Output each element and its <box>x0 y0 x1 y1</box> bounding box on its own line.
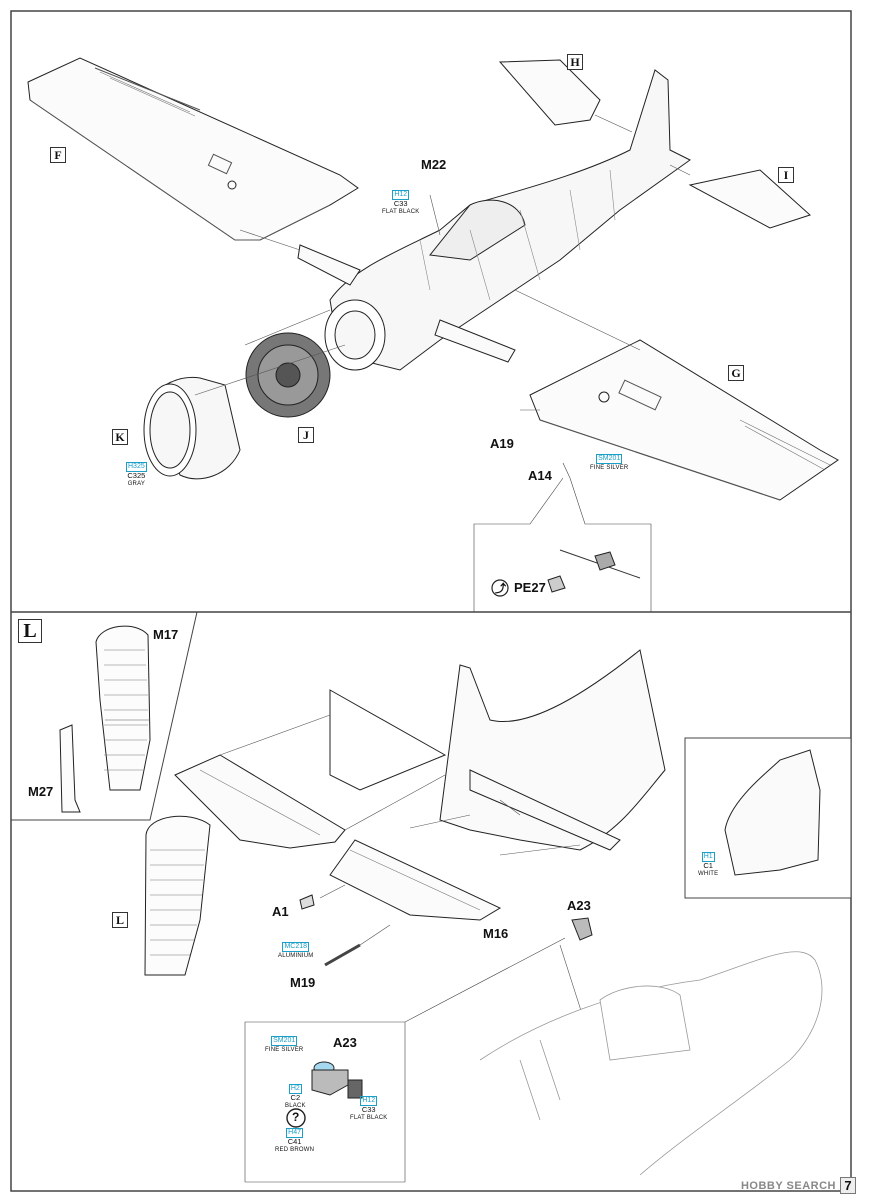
paint-k: H325 C325 GRAY <box>126 462 147 487</box>
wing-stub-right <box>434 319 516 363</box>
paint-a14: SM201 FINE SILVER <box>590 454 629 471</box>
label-m16: M16 <box>483 926 509 941</box>
paint-m22: H12 C33 FLAT BLACK <box>382 190 420 215</box>
label-a19: A19 <box>490 436 514 451</box>
part-a1 <box>299 894 315 910</box>
paint-m19: MC218 ALUMINIUM <box>278 942 314 959</box>
tail-fuselage <box>329 649 666 851</box>
part-m19 <box>324 943 361 967</box>
wing-f <box>27 57 359 241</box>
cockpit-view <box>479 951 823 1176</box>
guide-lines-top <box>194 114 691 612</box>
label-a23-inset: A23 <box>333 1035 357 1050</box>
section-box-l: L <box>18 619 42 643</box>
outer-frame <box>10 10 852 1192</box>
cowling-k <box>143 376 241 480</box>
label-a1: A1 <box>272 904 289 919</box>
pe27-detail <box>547 549 641 593</box>
page-number: 7 <box>840 1177 856 1194</box>
fuselage <box>324 69 691 371</box>
wing-stub-left <box>297 244 361 286</box>
rudder-m17 <box>95 625 151 791</box>
a23-detail <box>286 579 509 1128</box>
part-box-j: J <box>298 427 314 443</box>
l-subframe <box>11 611 198 821</box>
guide-lines-bottom <box>105 714 601 1183</box>
part-box-g: G <box>728 365 744 381</box>
rudder-l <box>144 815 211 976</box>
l-inset-part <box>724 749 821 876</box>
paint-a23-silver: SM201 FINE SILVER <box>265 1036 304 1053</box>
paint-a23-black: H2 C2 BLACK <box>285 1084 306 1109</box>
part-box-i: I <box>778 167 794 183</box>
part-m27 <box>59 724 81 813</box>
label-a14: A14 <box>528 468 552 483</box>
label-a23-top: A23 <box>567 898 591 913</box>
watermark: HOBBY SEARCH <box>740 1180 836 1192</box>
label-m27: M27 <box>28 784 54 799</box>
photoetch-icon: ⤴ <box>495 583 506 595</box>
stabilizer-m16 <box>174 754 502 921</box>
paint-a23-flatblack: H12 C33 FLAT BLACK <box>350 1096 388 1121</box>
part-a23-top <box>571 917 593 941</box>
paint-a23-brown: H47 C41 RED BROWN <box>275 1128 315 1153</box>
wing-g <box>529 339 839 501</box>
label-m17: M17 <box>153 627 179 642</box>
paint-l-inset: H1 C1 WHITE <box>698 852 719 877</box>
label-m22: M22 <box>421 157 447 172</box>
engine-j <box>245 332 331 418</box>
part-box-f: F <box>50 147 66 163</box>
part-box-l: L <box>112 912 128 928</box>
question-icon: ? <box>292 1110 300 1124</box>
label-pe27: PE27 <box>514 580 546 595</box>
label-m19: M19 <box>290 975 316 990</box>
part-box-k: K <box>112 429 128 445</box>
part-box-h: H <box>567 54 583 70</box>
stabilizer-i <box>688 169 811 229</box>
stabilizer-h <box>498 59 601 126</box>
